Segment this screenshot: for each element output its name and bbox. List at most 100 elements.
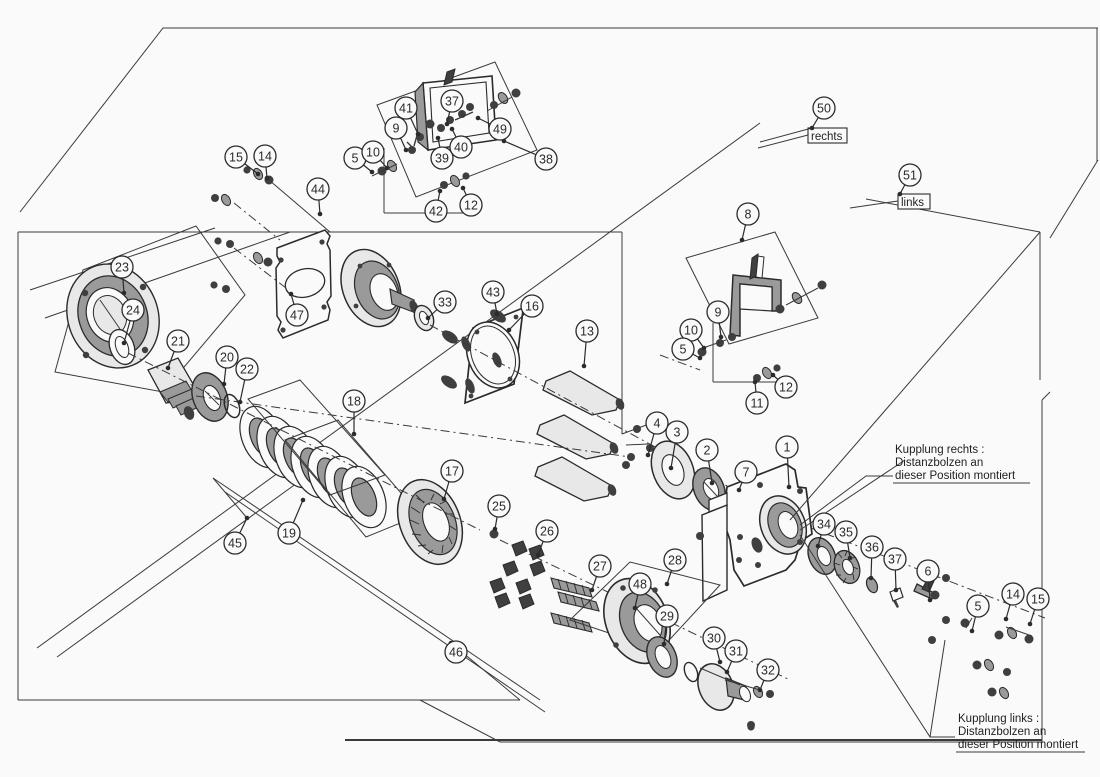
callout-circle <box>966 594 990 618</box>
callout-tip <box>449 126 455 132</box>
callout-number: 10 <box>366 146 380 160</box>
callout-circle <box>665 420 689 444</box>
callout-23: 23 <box>110 255 134 296</box>
callout-number: 17 <box>445 465 459 479</box>
callout-circle <box>440 459 464 483</box>
callout-circle <box>724 639 748 663</box>
callout-tip <box>221 381 227 387</box>
callout-48: 48 <box>628 572 652 611</box>
callout-tip <box>475 115 481 121</box>
right-fastener-chain <box>747 574 1034 731</box>
callout-43: 43 <box>481 280 505 317</box>
callout-16: 16 <box>506 294 544 333</box>
callout-15: 15 <box>1026 587 1050 627</box>
callout-tip <box>506 327 512 333</box>
callout-circle <box>253 144 277 168</box>
callout-15: 15 <box>224 145 261 177</box>
callout-tip <box>492 526 498 532</box>
callout-tip <box>121 340 127 346</box>
callout-number: 40 <box>454 141 468 155</box>
callout-45: 45 <box>223 515 250 555</box>
callout-circle <box>883 547 907 571</box>
callout-13: 13 <box>575 319 599 369</box>
callout-14: 14 <box>1001 582 1025 622</box>
tag-rechts-label: rechts <box>811 131 843 143</box>
callout-circle <box>736 202 760 226</box>
callout-tip <box>770 372 776 378</box>
tag-rechts: rechts <box>757 127 848 149</box>
callout-circle <box>706 300 730 324</box>
callout-circle <box>215 345 239 369</box>
callout-circle <box>734 460 758 484</box>
callout-circle <box>702 626 726 650</box>
callout-circle <box>774 375 798 399</box>
note-rechts-line-1: Kupplung rechts : <box>895 444 985 456</box>
callout-balloons: 1234567891011121314151617181920212223242… <box>110 89 1050 693</box>
callout-tip <box>441 496 447 502</box>
callout-5: 5 <box>343 146 375 175</box>
callout-tip <box>739 237 745 243</box>
callout-tip <box>724 669 730 675</box>
callout-40: 40 <box>449 126 473 159</box>
callout-circle <box>384 116 408 140</box>
callout-number: 9 <box>393 122 400 136</box>
callout-number: 15 <box>229 151 243 165</box>
callout-number: 35 <box>839 526 853 540</box>
callout-tip <box>786 484 792 490</box>
callout-circle <box>812 96 836 120</box>
callout-circle <box>481 280 505 304</box>
callout-number: 34 <box>817 518 831 532</box>
callout-number: 15 <box>1031 593 1045 607</box>
callout-number: 10 <box>684 324 698 338</box>
part-23-housing <box>54 225 246 393</box>
callout-31: 31 <box>724 639 748 675</box>
callout-42: 42 <box>424 188 448 223</box>
callout-circle <box>224 145 248 169</box>
callout-number: 5 <box>352 152 359 166</box>
callout-tip <box>237 399 243 405</box>
callout-number: 12 <box>779 381 793 395</box>
callout-circle <box>306 177 330 201</box>
callout-circle <box>520 294 544 318</box>
callout-4: 4 <box>645 411 669 458</box>
callout-41: 41 <box>394 96 421 137</box>
callout-47: 47 <box>285 291 309 327</box>
callout-tip <box>384 165 390 171</box>
callout-tip <box>664 581 670 587</box>
callout-circle <box>898 163 922 187</box>
callout-circle <box>487 494 511 518</box>
callout-number: 14 <box>1006 588 1020 602</box>
callout-tip <box>444 121 450 127</box>
callout-number: 37 <box>888 553 902 567</box>
callout-tip <box>415 131 421 137</box>
callout-circle <box>535 519 559 543</box>
callout-circle <box>575 319 599 343</box>
callout-21: 21 <box>165 329 190 371</box>
callout-circle <box>745 391 769 415</box>
callout-number: 41 <box>399 102 413 116</box>
callout-number: 42 <box>429 205 443 219</box>
callout-number: 18 <box>347 395 361 409</box>
callout-7: 7 <box>734 460 758 493</box>
callout-circle <box>223 531 247 555</box>
part-47-rotor-drum <box>340 248 419 328</box>
callout-circle <box>588 554 612 578</box>
callout-tip <box>661 641 667 647</box>
callout-tip <box>757 687 763 693</box>
callout-number: 26 <box>540 525 554 539</box>
callout-circle <box>449 135 473 159</box>
callout-9: 9 <box>384 116 409 153</box>
callout-number: 51 <box>903 169 917 183</box>
callout-number: 20 <box>220 351 234 365</box>
callout-tip <box>165 365 171 371</box>
callout-34: 34 <box>812 512 836 549</box>
callout-number: 32 <box>761 664 775 678</box>
callout-number: 36 <box>865 541 879 555</box>
outer-frame <box>19 27 1099 380</box>
callout-tip <box>632 605 638 611</box>
callout-10: 10 <box>361 140 390 171</box>
callout-51: 51 <box>897 163 922 197</box>
part-17-splined-hub <box>396 478 464 566</box>
callout-tip <box>645 452 651 458</box>
